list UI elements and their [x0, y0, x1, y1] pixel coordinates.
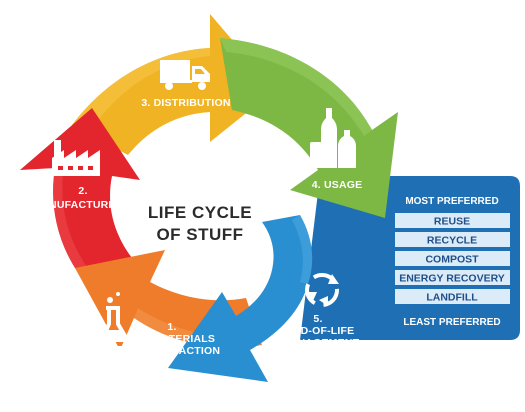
bottles-icon	[310, 108, 356, 168]
stage-2-label: MANUFACTURING	[32, 199, 127, 211]
recycle-icon	[305, 273, 339, 307]
option-box-compost	[395, 251, 510, 266]
flask-icon	[96, 292, 134, 350]
option-box-recycle	[395, 232, 510, 247]
option-recycle: RECYCLE	[427, 235, 477, 247]
option-box-energy-recovery	[395, 270, 510, 285]
option-landfill: LANDFILL	[426, 292, 478, 304]
option-box-reuse	[395, 213, 510, 228]
option-compost: COMPOST	[425, 254, 479, 266]
stage-1-line1: MATERIALS	[153, 333, 215, 345]
stage-4-label: 4. USAGE	[312, 179, 363, 191]
stage-2-number: 2.	[78, 185, 87, 197]
most-preferred-label: MOST PREFERRED	[405, 196, 498, 207]
option-energy-recovery: ENERGY RECOVERY	[399, 273, 505, 285]
least-preferred-label: LEAST PREFERRED	[403, 317, 500, 328]
stage-5-number: 5.	[313, 313, 322, 325]
stage-5-line1: END-OF-LIFE	[286, 325, 355, 337]
preference-panel: MOST PREFERRED REUSE RECYCLE COMPOST ENE…	[300, 176, 520, 340]
option-box-landfill	[395, 289, 510, 304]
stage-end-of-life-arrow	[168, 215, 313, 382]
diagram-title-line1: LIFE CYCLE	[148, 203, 252, 222]
stage-5-line2: MANAGEMENT	[281, 337, 360, 349]
stage-1-line2: EXTRACTION	[150, 345, 220, 357]
truck-icon	[160, 60, 210, 90]
stage-3-label: 3. DISTRIBUTION	[141, 97, 230, 109]
stage-1-number: 1.	[167, 321, 176, 333]
factory-icon	[52, 140, 100, 176]
stage-usage-arrow	[220, 38, 398, 218]
diagram-title-line2: OF STUFF	[156, 225, 243, 244]
option-reuse: REUSE	[434, 216, 470, 228]
